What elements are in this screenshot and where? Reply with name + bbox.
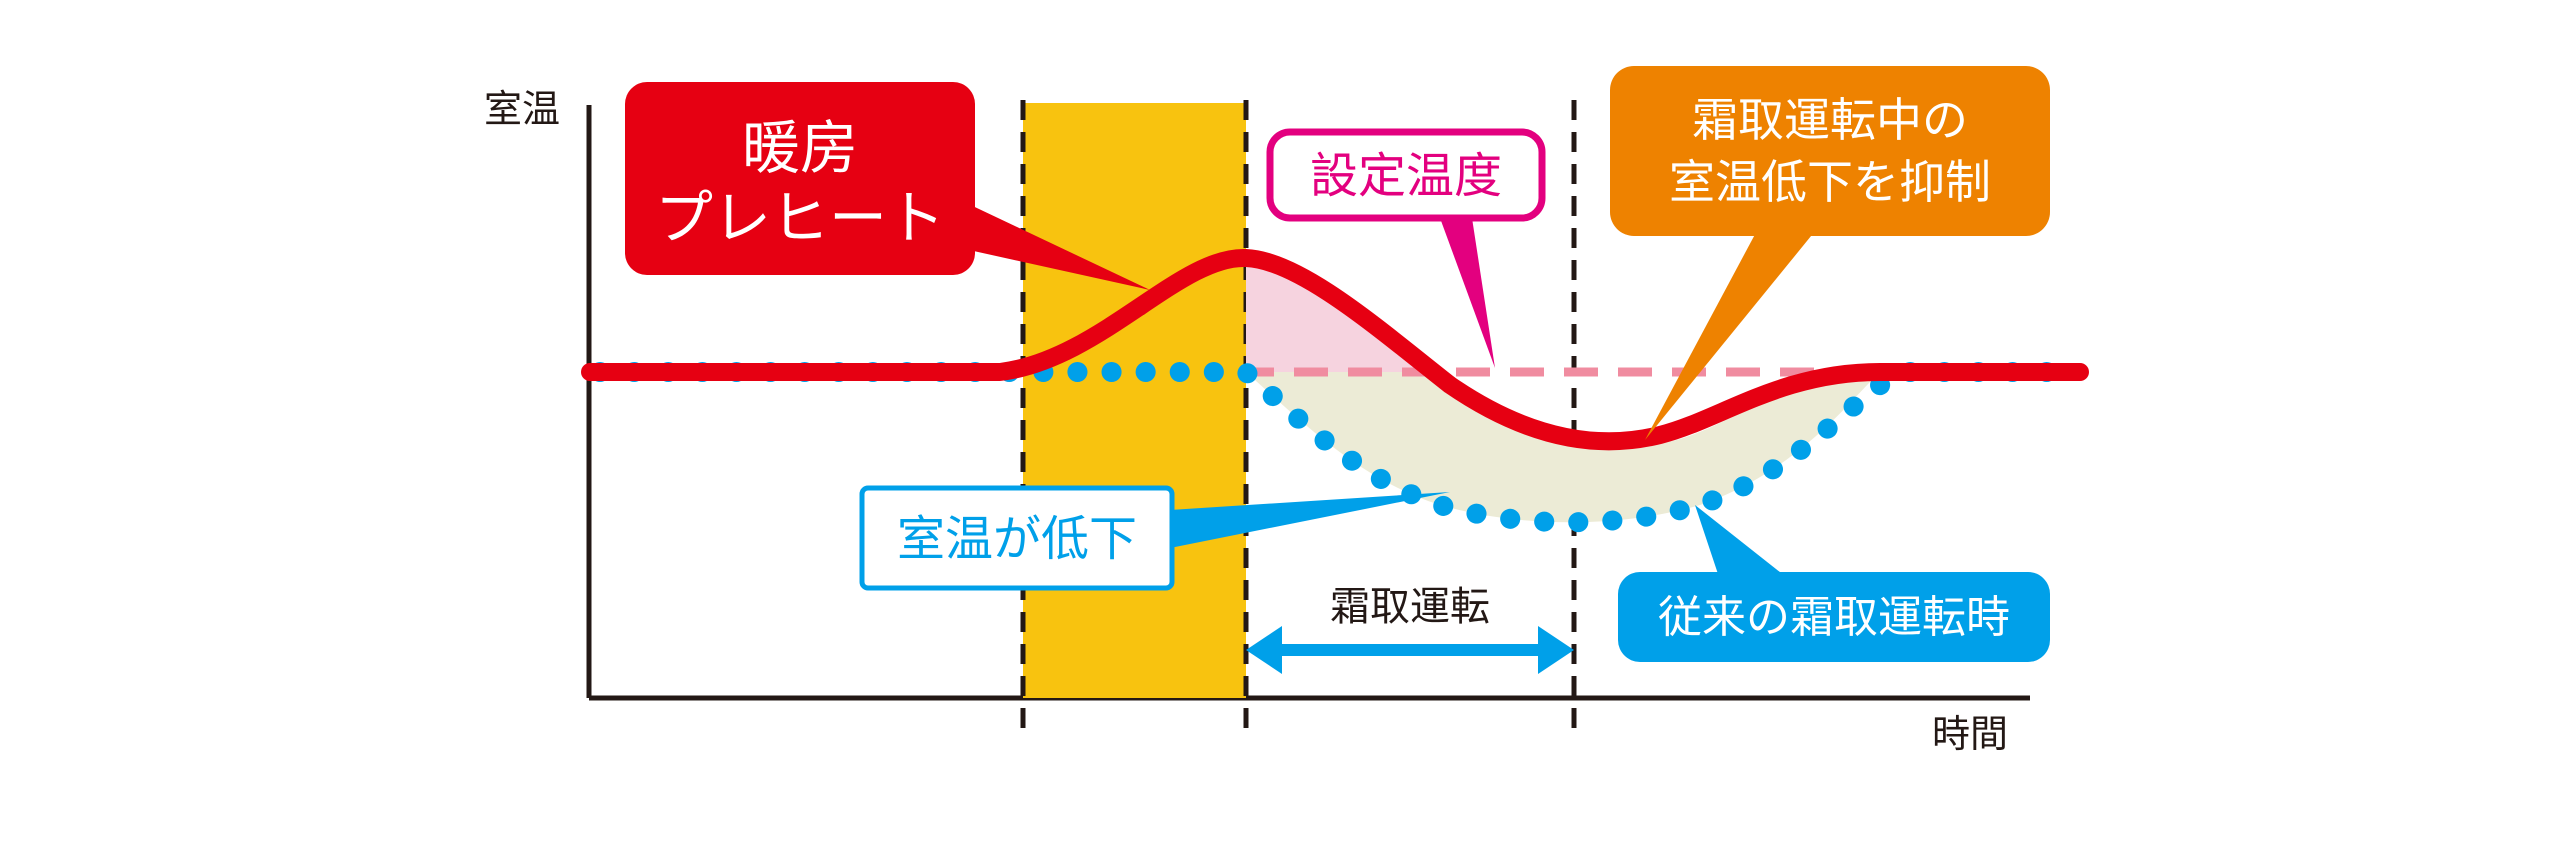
callout-preheat-box [625, 82, 975, 275]
callout-preheat-line2: プレヒート [655, 184, 945, 252]
callout-conventional-box [1618, 572, 2050, 662]
callout-temp-drop: 室温が低下 [859, 485, 1450, 591]
defrost-span-arrow: 霜取運転 [1246, 584, 1574, 674]
x-axis-label: 時間 [1932, 712, 2008, 756]
callout-suppress-box [1610, 66, 2050, 236]
callout-temp-drop-box [859, 485, 1175, 591]
callout-setpoint-pointer [1440, 218, 1495, 368]
callout-conventional-text: 従来の霜取運転時 [1658, 592, 2010, 643]
callout-setpoint: 設定温度 [1266, 128, 1546, 368]
arrow-left-head [1246, 626, 1282, 674]
axes: 室温 時間 [484, 87, 2030, 756]
conventional-curve [590, 362, 2090, 533]
callout-suppress: 霜取運転中の 室温低下を抑制 [1610, 66, 2050, 440]
callout-setpoint-text: 設定温度 [1310, 148, 1502, 204]
reduced-drop-area [1246, 372, 1880, 523]
callout-suppress-pointer [1645, 225, 1820, 440]
callout-temp-drop-text: 室温が低下 [897, 511, 1137, 567]
callout-suppress-line2: 室温低下を抑制 [1669, 155, 1991, 209]
overshoot-area [1246, 260, 1420, 372]
callout-preheat-line1: 暖房 [742, 114, 858, 182]
callout-conventional: 従来の霜取運転時 [1618, 505, 2050, 662]
defrost-span-label: 霜取運転 [1330, 584, 1490, 630]
callout-setpoint-box [1266, 128, 1546, 222]
y-axis-label: 室温 [484, 87, 560, 131]
preheat-curve [581, 248, 2089, 451]
callout-preheat: 暖房 プレヒート [625, 82, 1150, 290]
arrow-right-head [1538, 626, 1574, 674]
phase-markers [1020, 100, 1577, 730]
callout-conventional-pointer [1695, 505, 1790, 580]
callout-preheat-pointer [960, 200, 1150, 290]
preheat-band [1023, 103, 1246, 698]
callout-suppress-line1: 霜取運転中の [1692, 93, 1968, 147]
callout-temp-drop-pointer [1170, 492, 1450, 548]
